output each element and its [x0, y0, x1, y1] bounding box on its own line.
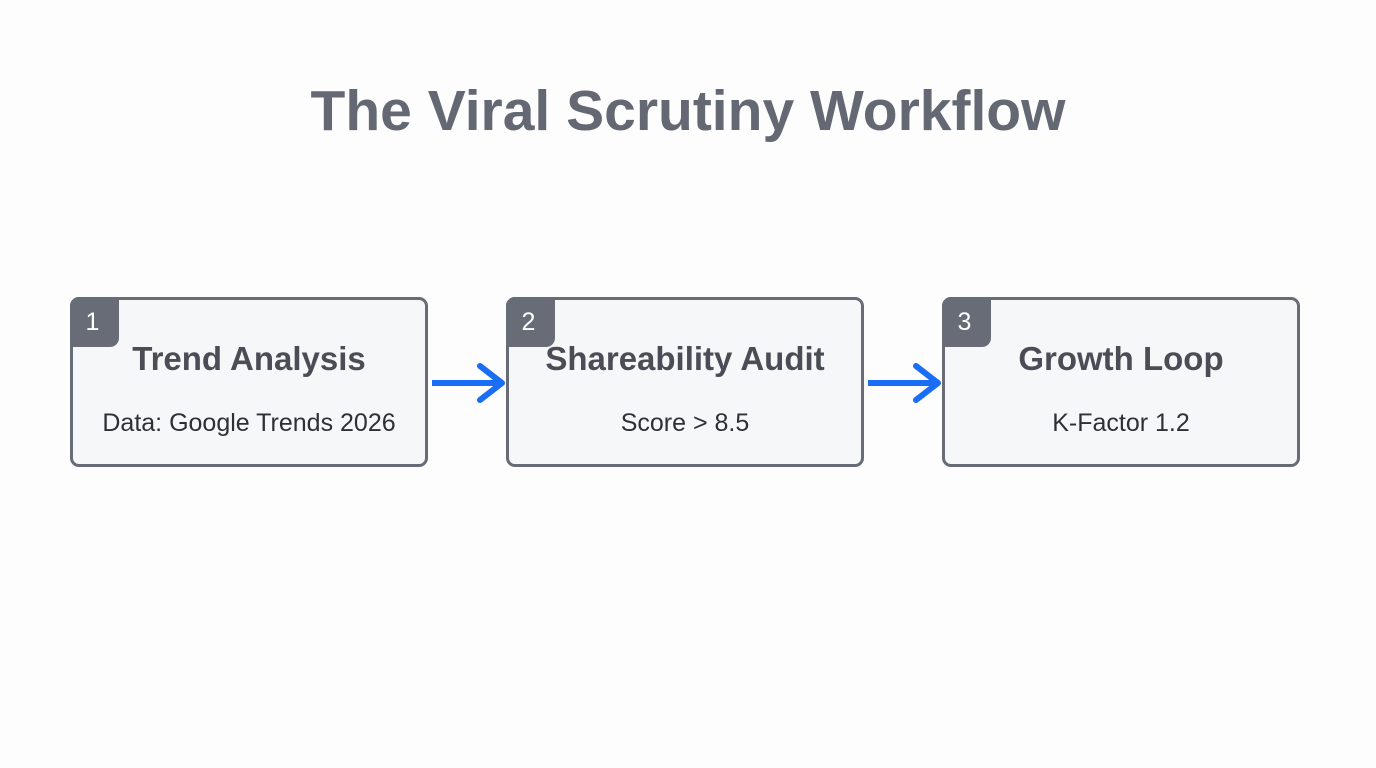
step-title: Trend Analysis: [132, 340, 366, 377]
step-detail: Score > 8.5: [620, 409, 750, 437]
step-number-badge: 2: [506, 297, 555, 347]
step-title: Shareability Audit: [545, 340, 825, 377]
diagram-title: The Viral Scrutiny Workflow: [310, 79, 1066, 143]
step-box-growth-loop: 3 Growth Loop K-Factor 1.2: [942, 297, 1300, 467]
step-number-badge: 1: [70, 297, 119, 347]
arrow-right-icon: [868, 363, 941, 403]
step-detail: K-Factor 1.2: [1052, 409, 1190, 437]
arrow-right-icon: [432, 363, 505, 403]
step-number-badge: 3: [942, 297, 991, 347]
step-title: Growth Loop: [1018, 340, 1224, 377]
step-detail: Data: Google Trends 2026: [102, 409, 396, 437]
step-box-trend-analysis: 1 Trend Analysis Data: Google Trends 202…: [70, 297, 428, 467]
step-box-shareability-audit: 2 Shareability Audit Score > 8.5: [506, 297, 864, 467]
